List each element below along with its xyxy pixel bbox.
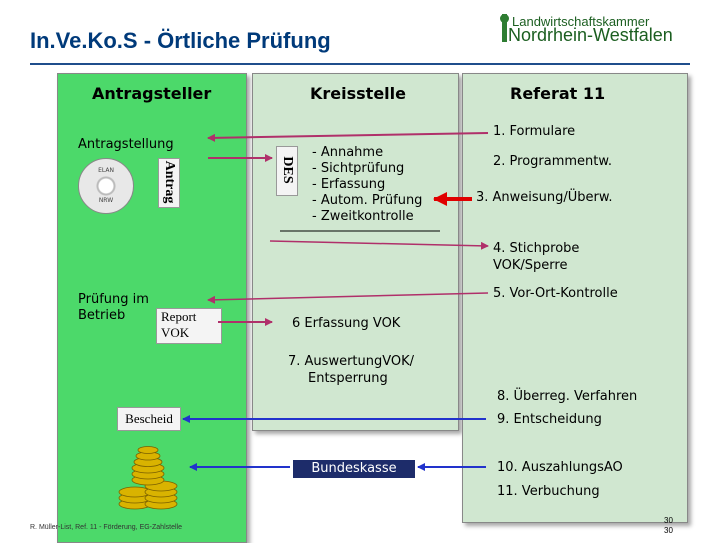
label-erfassung-vok: 6 Erfassung VOK — [292, 316, 401, 331]
logo-text-line2: Nordrhein-Westfalen — [508, 25, 673, 45]
label-pruefung-line1: Prüfung im — [78, 292, 149, 307]
label-auswertung-line1: 7. AuswertungVOK/ — [288, 354, 415, 369]
referat-anweisung: 3. Anweisung/Überw. — [476, 190, 613, 205]
coins-icon — [113, 442, 183, 514]
cd-label-bottom: NRW — [98, 197, 114, 204]
referat-stichprobe-line2: VOK/Sperre — [493, 258, 568, 273]
referat-ueberreg: 8. Überreg. Verfahren — [497, 389, 638, 404]
referat-programmentw: 2. Programmentw. — [493, 154, 612, 169]
step-annahme: - Annahme — [312, 145, 384, 160]
report-vok-box: Report VOK — [156, 308, 222, 344]
footer-text: R. Müller-List, Ref. 11 - Förderung, EG-… — [30, 524, 182, 531]
header-kreisstelle: Kreisstelle — [310, 84, 406, 103]
step-zweitkontrolle: - Zweitkontrolle — [312, 209, 414, 224]
header-divider — [30, 63, 690, 65]
column-referat — [462, 73, 688, 523]
page-number-line1: 30 — [664, 516, 673, 525]
referat-stichprobe-line1: 4. Stichprobe — [493, 241, 580, 256]
step-erfassung: - Erfassung — [312, 177, 386, 192]
bundeskasse-box: Bundeskasse — [292, 459, 416, 479]
page-number-line2: 30 — [664, 526, 673, 535]
cd-icon: ELAN NRW — [78, 158, 134, 214]
label-auswertung-line2: Entsperrung — [308, 371, 388, 386]
column-kreisstelle — [252, 73, 459, 431]
page-title: In.Ve.Ko.S - Örtliche Prüfung — [30, 28, 331, 53]
header-referat: Referat 11 — [510, 84, 606, 103]
step-autom-pruefung: - Autom. Prüfung — [312, 193, 423, 208]
des-document: DES — [276, 146, 298, 196]
logo-text-line1: Landwirtschaftskammer — [512, 14, 650, 29]
referat-formulare: 1. Formulare — [493, 124, 576, 139]
referat-entscheidung: 9. Entscheidung — [497, 412, 602, 427]
header-antragsteller: Antragsteller — [92, 84, 212, 103]
label-antragstellung: Antragstellung — [78, 137, 174, 152]
antrag-document: Antrag — [158, 158, 180, 208]
report-line1: Report — [161, 309, 197, 324]
cd-label-top: ELAN — [98, 167, 114, 174]
bescheid-box: Bescheid — [117, 407, 181, 431]
step-sichtpruefung: - Sichtprüfung — [312, 161, 405, 176]
kreisstelle-steps: - Annahme - Sichtprüfung - Erfassung - A… — [312, 145, 422, 225]
referat-auszahlung: 10. AuszahlungsAO — [497, 460, 623, 475]
arrow-formulare — [207, 132, 489, 142]
arrow-stichprobe — [269, 240, 489, 250]
referat-vor-ort: 5. Vor-Ort-Kontrolle — [493, 286, 618, 301]
arrow-vor-ort — [207, 292, 489, 304]
referat-verbuchung: 11. Verbuchung — [497, 484, 600, 499]
page-number: 30 30 — [664, 516, 673, 536]
report-line2: VOK — [161, 325, 190, 340]
label-pruefung-line2: Betrieb — [78, 308, 126, 323]
logo-bar — [502, 14, 507, 42]
